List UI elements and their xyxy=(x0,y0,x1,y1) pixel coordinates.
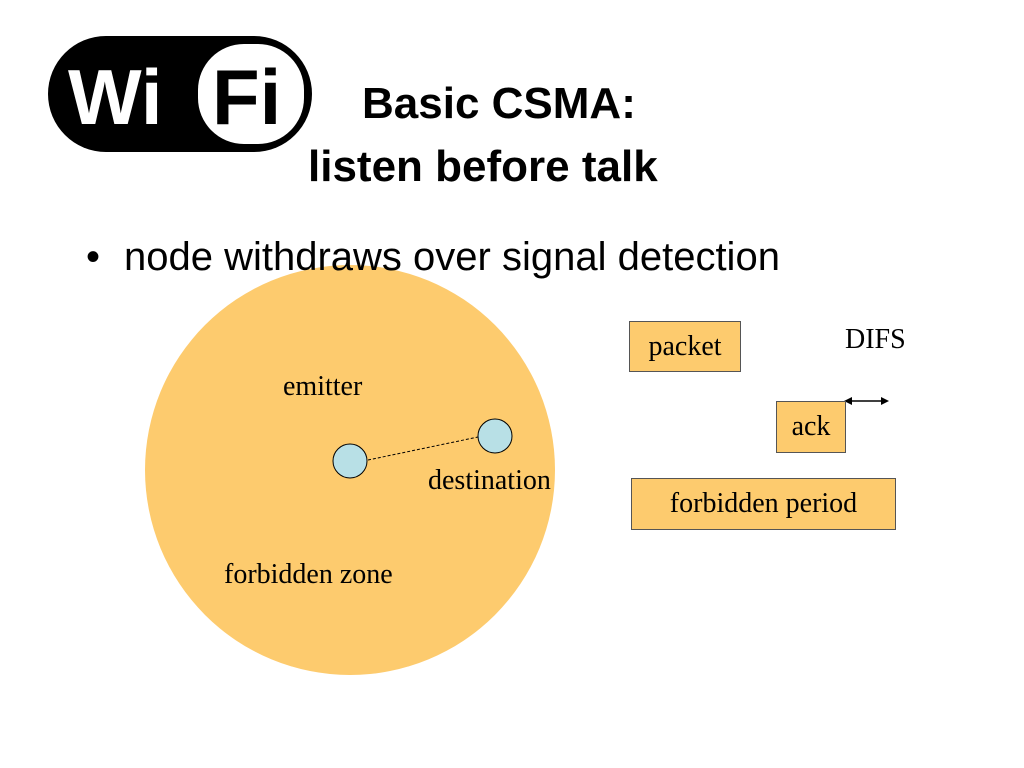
logo-text-fi: Fi xyxy=(212,53,281,141)
ack-box: ack xyxy=(776,401,846,453)
bullet-item: • node withdraws over signal detection xyxy=(86,237,780,277)
wifi-logo: Wi Fi xyxy=(48,36,312,152)
logo-text-wi: Wi xyxy=(68,53,163,141)
destination-label: destination xyxy=(428,465,551,496)
slide-title-line-2: listen before talk xyxy=(300,145,720,189)
bullet-text: node withdraws over signal detection xyxy=(124,235,780,279)
bullet-symbol: • xyxy=(86,235,101,279)
forbidden-zone-label: forbidden zone xyxy=(224,559,393,590)
destination-node xyxy=(477,418,513,454)
difs-arrow-left-head xyxy=(844,397,852,405)
emitter-node xyxy=(332,443,368,479)
difs-arrow-right-head xyxy=(881,397,889,405)
emitter-label: emitter xyxy=(283,371,363,402)
difs-label: DIFS xyxy=(845,324,906,355)
forbidden-period-box: forbidden period xyxy=(631,478,896,530)
emitter-destination-link xyxy=(367,436,479,461)
slide-title-line-2-text: listen before talk xyxy=(308,145,658,189)
slide-title-line-1: Basic CSMA: xyxy=(362,79,636,128)
packet-box: packet xyxy=(629,321,741,372)
